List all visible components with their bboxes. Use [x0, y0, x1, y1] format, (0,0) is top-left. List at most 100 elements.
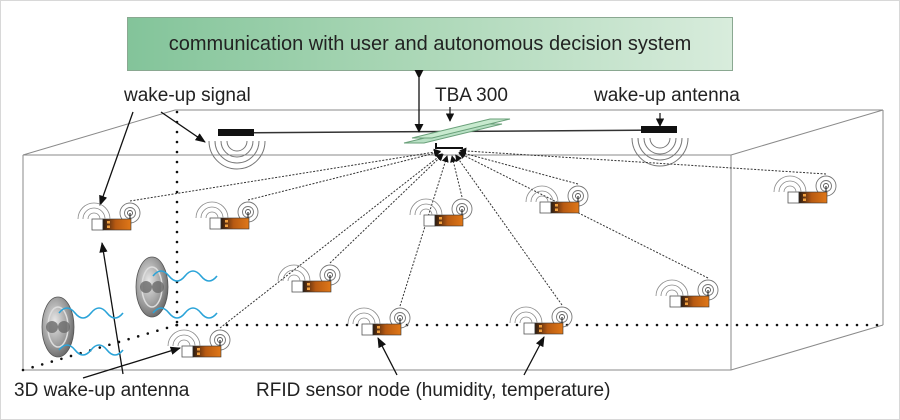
node-signal-arc	[778, 180, 802, 193]
node-battery	[181, 345, 194, 358]
node-signal-arc	[77, 202, 111, 220]
rfid-link-arrow	[247, 149, 442, 201]
node-signal-arc	[783, 185, 797, 193]
node-signal-arc	[357, 317, 371, 325]
node-signal-arc	[82, 207, 106, 220]
banner-text: communication with user and autonomous d…	[168, 32, 692, 55]
node-signal-arc	[525, 185, 559, 203]
node-signal-arc	[287, 274, 301, 282]
rfid-sensor-node	[409, 198, 473, 227]
wave	[58, 344, 124, 356]
node-battery	[523, 322, 536, 335]
rfid-sensor-node	[195, 201, 259, 230]
node-battery	[91, 218, 104, 231]
reader-plate-upper	[411, 118, 511, 139]
rfid-links	[129, 147, 827, 329]
wake-up-signal-waves-left	[208, 140, 266, 170]
rfid-link-arrow	[129, 148, 441, 202]
3d-antenna-arrow-fan	[82, 346, 181, 379]
rfid-link-arrow	[450, 155, 463, 198]
rfid-link-arrow	[459, 147, 827, 175]
wake-up-signal-arrow	[160, 111, 206, 143]
wave	[152, 270, 218, 282]
decision-system-banner: communication with user and autonomous d…	[127, 17, 733, 71]
node-signal-arc	[172, 334, 196, 347]
node-battery	[209, 217, 222, 230]
rfid-link-arrow	[329, 153, 444, 264]
box-top-right-depth	[730, 109, 884, 156]
rfid-sensor-node	[277, 264, 341, 293]
reader-receiver	[435, 143, 463, 149]
node-signal-arc	[347, 307, 381, 325]
node-signal-arc	[87, 212, 101, 220]
room-box	[22, 109, 884, 371]
node-signal-arc	[660, 284, 684, 297]
rfid-sensor-node	[525, 185, 589, 214]
rfid-link-arrow	[455, 154, 563, 306]
wake-up-antenna-left	[218, 129, 254, 136]
rfid-sensor-node	[655, 279, 719, 308]
node-signal-arc	[514, 311, 538, 324]
rfid-link-arrow	[219, 153, 443, 329]
node-body	[192, 345, 222, 358]
hidden-bottom-left-depth	[21, 323, 179, 372]
node-body	[302, 280, 332, 293]
rfid-link-arrow	[458, 152, 709, 279]
label-rfid-sensor-node: RFID sensor node (humidity, temperature)	[256, 380, 611, 401]
node-battery	[669, 295, 682, 308]
fan-right	[135, 256, 169, 318]
rfid-sensor-node	[347, 307, 411, 336]
node-signal-arc	[419, 208, 433, 216]
node-signal-arc	[167, 329, 201, 347]
room-hidden-edges	[21, 110, 885, 372]
node-signal-arc	[409, 198, 443, 216]
airflow-waves	[58, 270, 218, 356]
label-wake-up-signal: wake-up signal	[124, 85, 251, 106]
node-signal-arc	[519, 316, 533, 324]
node-battery	[423, 214, 436, 227]
node-signal-arc	[352, 312, 376, 325]
label-wake-up-antenna: wake-up antenna	[594, 85, 740, 106]
node-signal-arc	[200, 206, 224, 219]
rfid-node-arrow-right	[523, 336, 545, 376]
node-signal-arc	[530, 190, 554, 203]
rfid-sensor-node	[773, 175, 837, 204]
node-signal-arc	[509, 306, 543, 324]
rfid-sensor-node	[509, 306, 573, 335]
node-body	[680, 295, 710, 308]
node-body	[102, 218, 132, 231]
wave	[58, 307, 124, 319]
3d-antenna-arrow-node	[99, 241, 124, 375]
node-signal-arc	[535, 195, 549, 203]
wake-up-antenna-right	[641, 126, 677, 133]
wave	[152, 307, 218, 319]
node-signal-arc	[414, 203, 438, 216]
node-body	[372, 323, 402, 336]
node-body	[534, 322, 564, 335]
node-body	[550, 201, 580, 214]
node-body	[220, 217, 250, 230]
rfid-sensor-node	[167, 329, 231, 358]
node-signal-arc	[655, 279, 689, 297]
node-signal-arc	[277, 264, 311, 282]
node-signal-arc	[773, 175, 807, 193]
node-signal-arc	[665, 289, 679, 297]
box-top-left-depth	[22, 109, 176, 156]
node-body	[434, 214, 464, 227]
node-battery	[361, 323, 374, 336]
fan-left	[41, 296, 75, 358]
wake-up-signal-arrow-node	[99, 111, 134, 206]
node-battery	[539, 201, 552, 214]
node-signal-arc	[282, 269, 306, 282]
node-signal-arc	[205, 211, 219, 219]
rfid-sensor-node	[77, 202, 141, 231]
label-3d-wake-up-antenna: 3D wake-up antenna	[14, 380, 190, 401]
box-bottom-right-depth	[730, 324, 884, 371]
rfid-link-arrow	[399, 155, 449, 307]
node-signal-arc	[177, 339, 191, 347]
rfid-node-arrow-left	[377, 337, 398, 376]
rfid-link-arrow	[458, 150, 579, 185]
rfid-nodes	[77, 175, 837, 358]
node-signal-arc	[195, 201, 229, 219]
